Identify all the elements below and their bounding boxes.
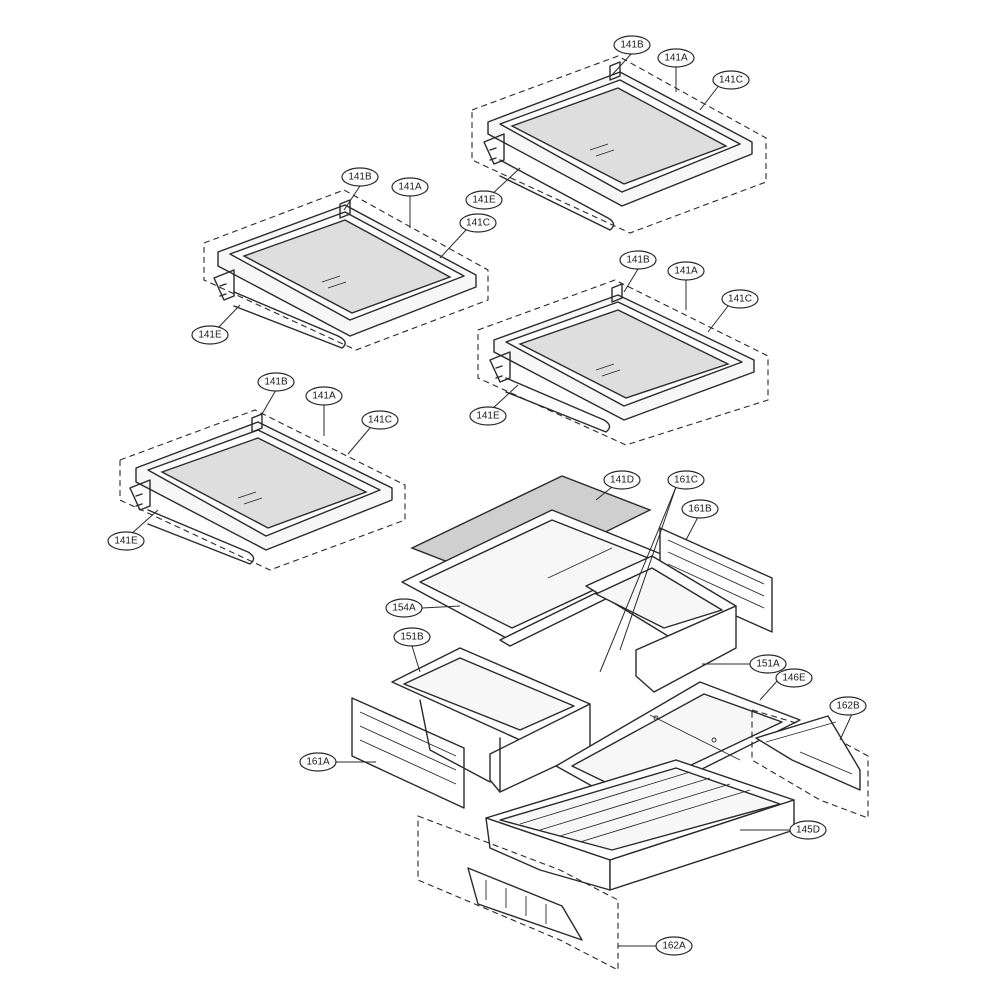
crisper-drawer-right (585, 555, 737, 693)
callout-label: 141E (476, 411, 500, 422)
callout-label: 141C (719, 75, 743, 86)
glass-panel (242, 219, 452, 314)
callout-141e-shelf1: 141E (465, 190, 503, 210)
callout-141b-shelf1: 141B (613, 35, 651, 55)
callout-162b: 162B (829, 696, 867, 716)
glass-panel (510, 87, 728, 185)
callout-label: 141E (198, 330, 222, 341)
pan-handle (467, 867, 583, 941)
glass-panel (518, 309, 730, 399)
callout-label: 141C (466, 218, 490, 229)
callout-label: 161A (306, 757, 330, 768)
right-side-bracket (751, 709, 869, 819)
crisper-drawer-left (391, 647, 591, 793)
callout-141a-shelf2: 141A (391, 177, 429, 197)
callout-141d: 141D (603, 470, 641, 490)
callout-label: 161C (674, 475, 698, 486)
callout-145d: 145D (789, 820, 827, 840)
shelf-assembly-3 (477, 279, 769, 446)
callout-label: 141C (728, 294, 752, 305)
callout-161a: 161A (299, 752, 337, 772)
vegetable-pan (485, 759, 795, 891)
callout-label: 141C (368, 415, 392, 426)
callout-label: 141E (114, 536, 138, 547)
callout-141c-shelf2: 141C (459, 213, 497, 233)
callouts: 141B 141A 141C 141E 141B 141A 141C 141E … (107, 35, 867, 956)
callout-label: 141E (472, 195, 496, 206)
callout-141b-shelf2: 141B (341, 167, 379, 187)
callout-141a-shelf1: 141A (657, 48, 695, 68)
upper-rail-right (659, 527, 773, 633)
callout-141a-shelf3: 141A (667, 261, 705, 281)
callout-161c: 161C (667, 470, 705, 490)
shelf-assembly-4 (119, 409, 406, 571)
glass-panel (160, 437, 368, 529)
callout-label: 151B (400, 632, 424, 643)
callout-141a-shelf4: 141A (305, 386, 343, 406)
callout-label: 141D (610, 475, 634, 486)
callout-141b-shelf4: 141B (257, 372, 295, 392)
callout-label: 162A (662, 941, 686, 952)
callout-141b-shelf3: 141B (619, 250, 657, 270)
callout-label: 151A (756, 659, 780, 670)
callout-162a: 162A (655, 936, 693, 956)
callout-label: 141B (348, 172, 372, 183)
callout-146e: 146E (775, 668, 813, 688)
callout-label: 141A (674, 266, 698, 277)
callout-151b: 151B (393, 627, 431, 647)
callout-141e-shelf4: 141E (107, 531, 145, 551)
callout-label: 141B (626, 255, 650, 266)
callout-151a: 151A (749, 654, 787, 674)
shelf-assembly-2 (203, 189, 489, 351)
callout-label: 141B (264, 377, 288, 388)
callout-141e-shelf2: 141E (191, 325, 229, 345)
callout-label: 141A (312, 391, 336, 402)
crisper-assembly (351, 475, 869, 971)
callout-label: 145D (796, 825, 820, 836)
callout-141c-shelf1: 141C (712, 70, 750, 90)
callout-label: 154A (392, 603, 416, 614)
leader-lines (129, 52, 853, 947)
callout-141c-shelf4: 141C (361, 410, 399, 430)
callout-label: 141B (620, 40, 644, 51)
lower-rail-left (351, 697, 465, 809)
callout-label: 141A (398, 182, 422, 193)
callout-154a: 154A (385, 598, 423, 618)
callout-161b: 161B (681, 499, 719, 519)
callout-141e-shelf3: 141E (469, 406, 507, 426)
callout-label: 146E (782, 673, 806, 684)
callout-label: 161B (688, 504, 712, 515)
callout-label: 141A (664, 53, 688, 64)
callout-label: 162B (836, 701, 860, 712)
shelf-assembly-1 (471, 55, 767, 234)
callout-141c-shelf3: 141C (721, 289, 759, 309)
